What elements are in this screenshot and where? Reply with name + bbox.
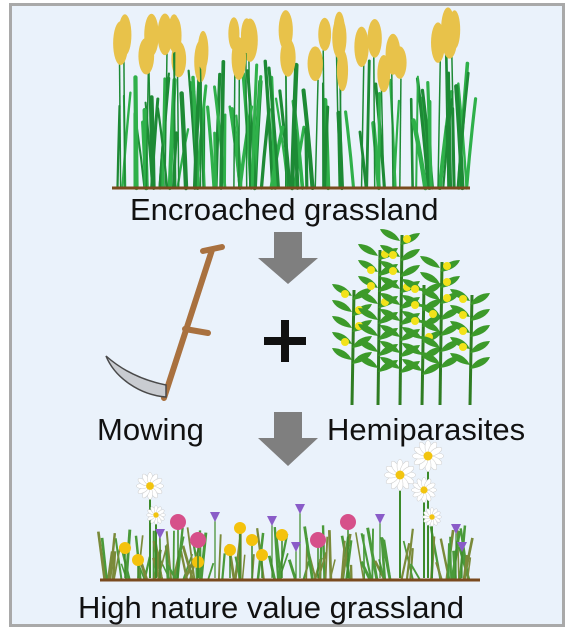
high-nature-value-grassland-label: High nature value grassland (78, 590, 465, 625)
encroached-grassland-illustration (113, 7, 478, 191)
mowing-label: Mowing (97, 412, 204, 447)
plus-icon (264, 320, 306, 362)
down-arrow-icon (258, 412, 318, 466)
encroached-grassland-label: Encroached grassland (130, 192, 439, 227)
hemiparasites-label: Hemiparasites (327, 412, 526, 447)
high-nature-value-grassland-illustration (97, 440, 474, 581)
down-arrow-icon (258, 232, 318, 284)
hemiparasites-illustration (332, 229, 490, 406)
scythe-icon (105, 244, 225, 401)
